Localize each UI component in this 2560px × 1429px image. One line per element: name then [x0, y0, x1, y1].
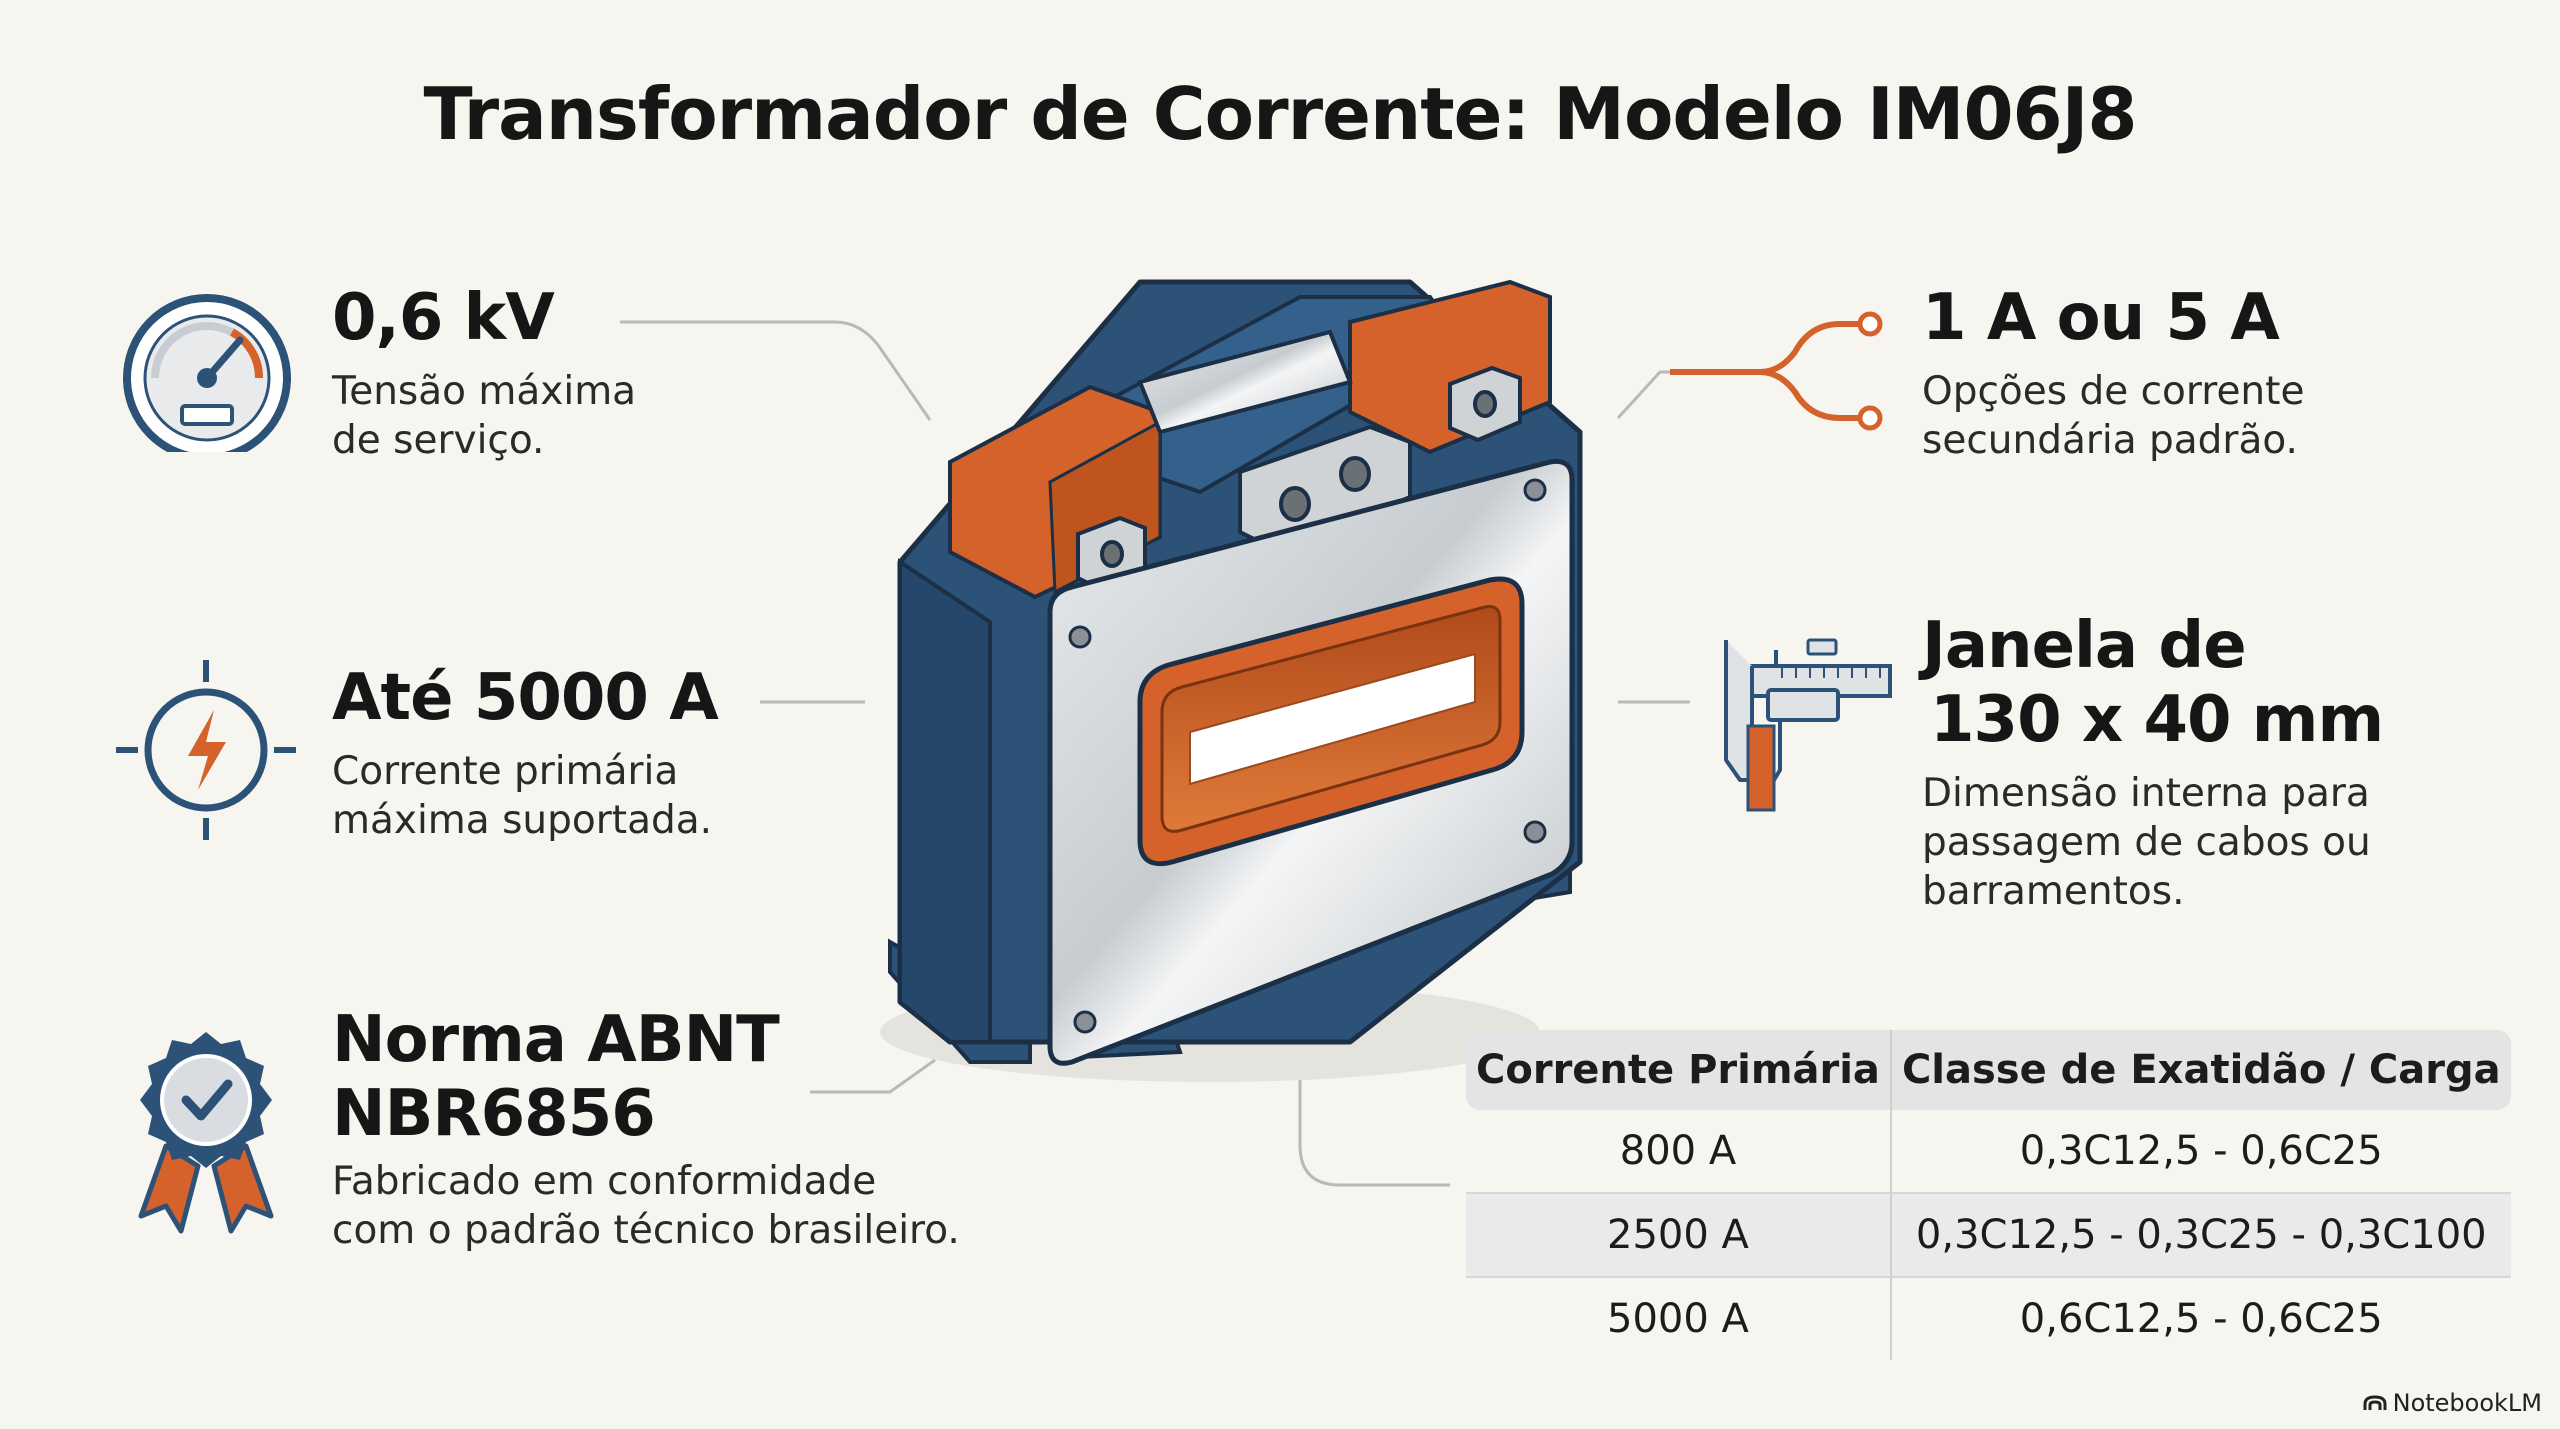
window-value: Janela de 130 x 40 mm	[1922, 609, 2384, 757]
standard-desc-line: com o padrão técnico brasileiro.	[332, 1207, 960, 1253]
gauge-icon	[120, 292, 294, 452]
primary-current-description: Corrente primária máxima suportada.	[332, 748, 712, 846]
primary-current-value: Até 5000 A	[332, 661, 719, 735]
table-cell: 5000 A	[1466, 1277, 1892, 1360]
standard-desc-line: Fabricado em conformidade	[332, 1159, 877, 1204]
caliper-icon	[1712, 630, 1892, 820]
standard-description: Fabricado em conformidade com o padrão t…	[332, 1158, 960, 1256]
branch-connector-icon	[1670, 300, 1890, 440]
lightning-icon	[116, 660, 296, 840]
table-cell: 0,3C12,5 - 0,6C25	[2019, 1128, 2383, 1174]
voltage-desc-line: Tensão máxima	[332, 369, 637, 414]
window-desc-line: barramentos.	[1922, 868, 2185, 914]
voltage-description: Tensão máxima de serviço.	[332, 368, 636, 466]
primary-current-desc-line: Corrente primária	[332, 749, 679, 794]
table-cell: 2500 A	[1466, 1193, 1892, 1277]
window-desc-line: passagem de cabos ou	[1922, 819, 2371, 865]
table-row: 2500 A 0,3C12,5 - 0,3C25 - 0,3C100	[1466, 1193, 2511, 1277]
secondary-current-value: 1 A ou 5 A	[1922, 281, 2280, 355]
window-value-line: 130 x 40 mm	[1930, 682, 2384, 757]
window-description: Dimensão interna para passagem de cabos …	[1922, 770, 2371, 916]
window-value-line: Janela de	[1922, 609, 2247, 683]
table-cell: 0,6C12,5 - 0,6C25	[2019, 1296, 2383, 1342]
standard-value: Norma ABNT NBR6856	[332, 1003, 780, 1151]
brand-label: NotebookLM	[2392, 1389, 2542, 1417]
transformer-illustration	[810, 262, 1610, 1122]
voltage-value: 0,6 kV	[332, 281, 555, 355]
table-cell: 0,3C12,5 - 0,3C25 - 0,3C100	[1890, 1193, 2511, 1277]
page-title: Transformador de Corrente: Modelo IM06J8	[423, 72, 2137, 156]
standard-value-line: Norma ABNT	[332, 1003, 780, 1077]
voltage-desc-line: de serviço.	[332, 417, 545, 463]
window-desc-line: Dimensão interna para	[1922, 771, 2370, 816]
secondary-current-description: Opções de corrente secundária padrão.	[1922, 368, 2304, 466]
standard-value-line: NBR6856	[332, 1076, 656, 1151]
column-header-primary-current: Corrente Primária	[1466, 1030, 1892, 1110]
notebooklm-logo-icon	[2363, 1395, 2387, 1410]
secondary-current-desc-line: Opções de corrente	[1922, 369, 2305, 414]
table-row: 800 A 0,3C12,5 - 0,6C25	[1466, 1110, 2511, 1193]
table-cell: 800 A	[1466, 1110, 1892, 1193]
column-header-accuracy-class: Classe de Exatidão / Carga	[1890, 1030, 2511, 1110]
table-header-row: Corrente Primária Classe de Exatidão / C…	[1466, 1030, 2511, 1110]
award-badge-icon	[126, 1026, 286, 1236]
table-row: 5000 A 0,6C12,5 - 0,6C25	[1466, 1277, 2511, 1360]
secondary-current-desc-line: secundária padrão.	[1922, 417, 2298, 463]
primary-current-desc-line: máxima suportada.	[332, 797, 713, 843]
brand-watermark: NotebookLM	[2363, 1389, 2542, 1417]
spec-table: Corrente Primária Classe de Exatidão / C…	[1466, 1030, 2511, 1360]
